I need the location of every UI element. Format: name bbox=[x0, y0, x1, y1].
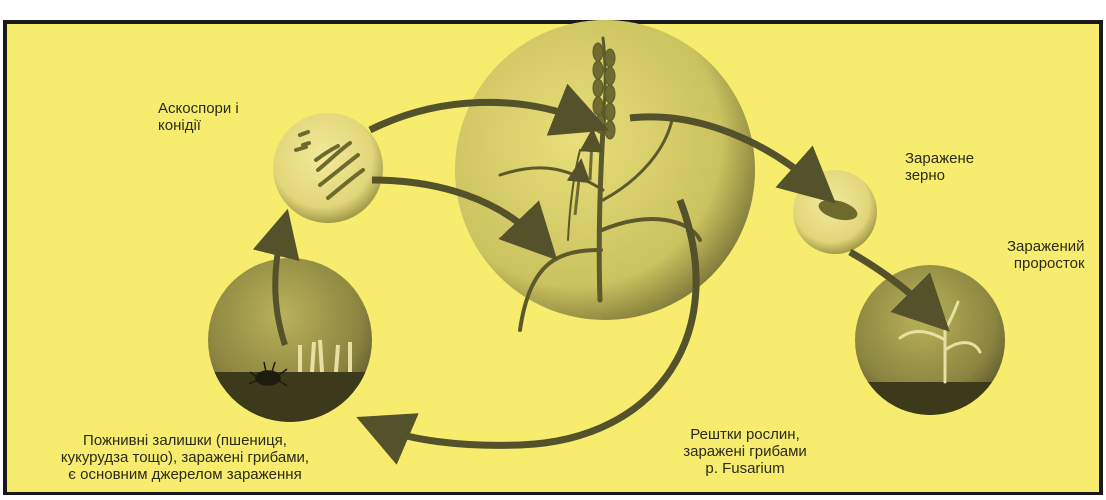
plant-inner-arrow-2 bbox=[590, 140, 592, 180]
label-plant-remains-line3: р. Fusarium bbox=[655, 460, 835, 477]
label-infected-sprout: Заражений проросток bbox=[1007, 238, 1085, 272]
label-residues: Пожнивні залишки (пшениця, кукурудза тощ… bbox=[12, 432, 358, 483]
label-residues-line1: Пожнивні залишки (пшениця, bbox=[12, 432, 358, 449]
label-infected-sprout-line1: Заражений bbox=[1007, 238, 1085, 255]
label-residues-line2: кукурудза тощо), заражені грибами, bbox=[12, 449, 358, 466]
label-plant-remains: Рештки рослин, заражені грибами р. Fusar… bbox=[655, 426, 835, 477]
label-infected-grain-line1: Заражене bbox=[905, 150, 974, 167]
label-plant-remains-line1: Рештки рослин, bbox=[655, 426, 835, 443]
label-ascospores: Аскоспори і конідії bbox=[158, 100, 239, 134]
label-ascospores-line2: конідії bbox=[158, 117, 239, 134]
label-infected-grain-line2: зерно bbox=[905, 167, 974, 184]
label-infected-grain: Заражене зерно bbox=[905, 150, 974, 184]
label-infected-sprout-line2: проросток bbox=[1007, 255, 1085, 272]
label-plant-remains-line2: заражені грибами bbox=[655, 443, 835, 460]
label-residues-line3: є основним джерелом зараження bbox=[12, 466, 358, 483]
spores-circle bbox=[273, 113, 383, 223]
label-ascospores-line1: Аскоспори і bbox=[158, 100, 239, 117]
